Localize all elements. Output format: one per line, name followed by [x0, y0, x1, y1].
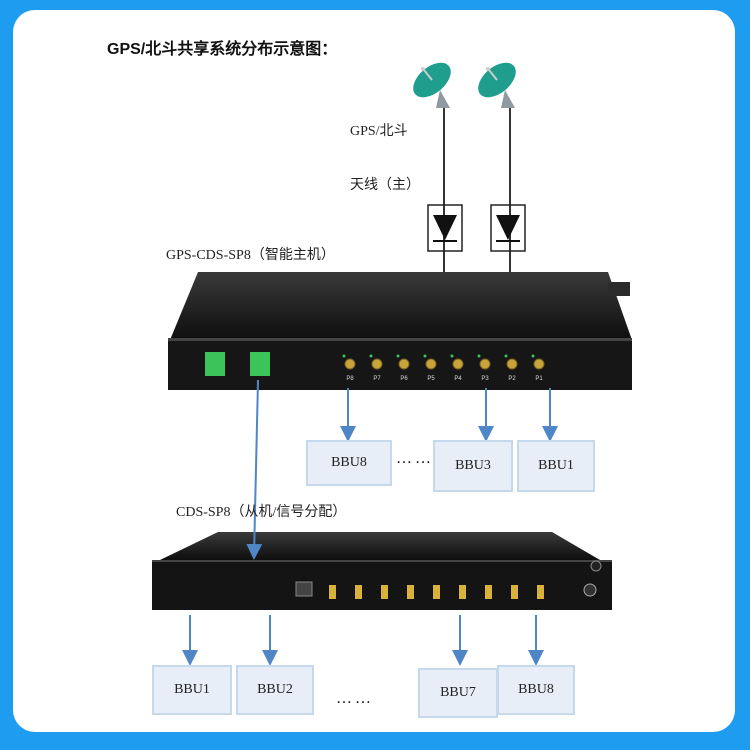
slave-device [152, 532, 612, 610]
host-device: P8 P7 P6 P5 P4 P3 P2 P1 [168, 272, 632, 390]
led-icon [590, 560, 602, 572]
lightning-arrester-icon [490, 204, 526, 252]
bbu-box: BBU3 [433, 440, 513, 492]
satellite-dish-icon [478, 62, 516, 108]
slave-label: CDS-SP8（从机/信号分配） [176, 505, 347, 520]
port-label: P6 [400, 376, 408, 382]
host-label: GPS-CDS-SP8（智能主机） [166, 248, 335, 263]
sma-port-icon: P2 [504, 354, 518, 382]
satellite-dish-icon [413, 62, 451, 108]
bbu-box: BBU1 [152, 665, 232, 715]
arrow-host-to-slave [246, 379, 263, 560]
port-label: P4 [454, 376, 462, 382]
power-terminal-icon [250, 352, 270, 376]
sma-port-icon [511, 585, 518, 599]
sma-port-icon [381, 585, 388, 599]
sma-port-icon [355, 585, 362, 599]
sma-port-icon: P4 [450, 354, 464, 382]
page-title: GPS/北斗共享系统分布示意图： [107, 41, 338, 58]
port-label: P8 [346, 376, 354, 382]
sma-port-icon [485, 585, 492, 599]
sma-port-icon [407, 585, 414, 599]
ethernet-port-icon [295, 581, 313, 597]
sma-port-icon [459, 585, 466, 599]
port-label: P3 [481, 376, 489, 382]
sma-port-icon: P3 [477, 354, 491, 382]
bbu-box: BBU1 [517, 440, 595, 492]
sma-port-icon: P7 [369, 354, 383, 382]
antenna-label-line1: GPS/北斗 [350, 124, 408, 139]
sma-port-icon [329, 585, 336, 599]
lightning-arrester-icon [427, 204, 463, 252]
port-label: P5 [427, 376, 435, 382]
power-terminal-icon [205, 352, 225, 376]
bbu-box: BBU8 [497, 665, 575, 715]
sma-port-icon: P6 [396, 354, 410, 382]
port-label: P1 [535, 376, 543, 382]
port-label: P2 [508, 376, 516, 382]
bbu-box: BBU7 [418, 668, 498, 718]
ellipsis: …… [396, 450, 434, 467]
port-label: P7 [373, 376, 381, 382]
bbu-box: BBU2 [236, 665, 314, 715]
bbu-box: BBU8 [306, 440, 392, 486]
antenna-label-line2: 天线（主） [350, 178, 420, 193]
sma-port-icon [537, 585, 544, 599]
ellipsis: …… [336, 690, 374, 707]
sma-port-icon: P1 [531, 354, 545, 382]
sma-port-icon [433, 585, 440, 599]
gps-input-port-icon [583, 583, 597, 597]
sma-port-icon: P5 [423, 354, 437, 382]
sma-port-icon: P8 [342, 354, 356, 382]
